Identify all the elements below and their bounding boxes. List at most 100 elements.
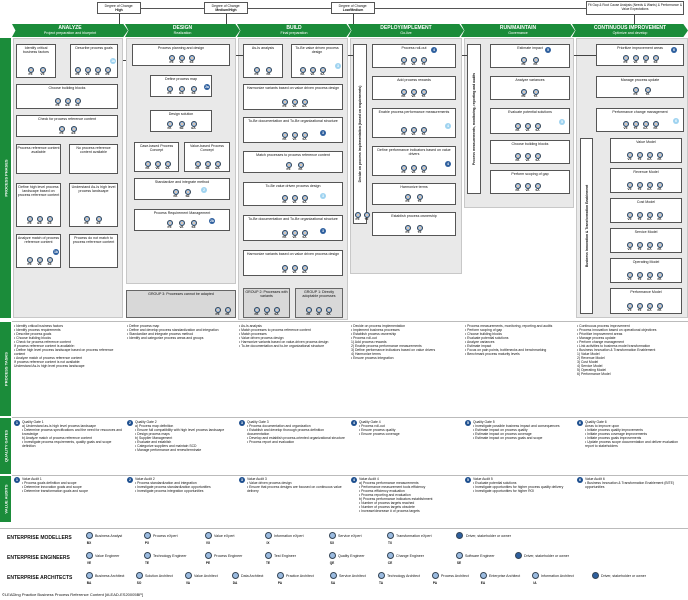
role-icon: VA [290, 230, 299, 239]
connector-line [348, 55, 353, 56]
legend-item: Information Architect [541, 574, 574, 578]
role-icon: VA [523, 123, 532, 132]
process-box[interactable]: Define performance indicators based on v… [372, 146, 456, 176]
role-icon: TX [362, 212, 371, 221]
sidebar-value-audits: VALUE AUDITS [0, 476, 11, 522]
role-icon: PX [621, 55, 630, 64]
process-box[interactable]: No process reference content available [69, 144, 118, 174]
process-box[interactable]: Process do not match to process referenc… [69, 234, 118, 268]
process-box[interactable]: Enable process performance measurements … [372, 108, 456, 138]
role-icon: EA [641, 121, 650, 130]
role-icon: EX [93, 67, 102, 76]
role-icon: BA [300, 265, 309, 274]
process-box-label: Process planning and design [157, 45, 205, 50]
process-box[interactable]: Match processes to process reference con… [243, 151, 343, 173]
legend-item: Enterprise Architect [489, 574, 521, 578]
role-icon: SA [533, 123, 542, 132]
tasks-ci: • Continuous process improvement • Proce… [577, 324, 657, 376]
process-box[interactable]: Harmonize variants based on value driven… [243, 84, 343, 110]
process-box[interactable]: To-Be documentation and To-Be organizati… [243, 215, 343, 241]
process-box[interactable]: Understand As-Is high level process land… [69, 183, 118, 227]
process-box-label: Design solution [168, 111, 194, 116]
role-icon: TX [419, 57, 428, 66]
role-icon: VA [523, 153, 532, 162]
process-box-label: Process Requirement Management [153, 210, 211, 215]
top-connector [353, 14, 354, 24]
role-icon: PX [284, 162, 293, 171]
process-box[interactable]: Harmonize variants based on value driven… [243, 250, 343, 276]
role-icon: SA [533, 153, 542, 162]
role-icon: PX [26, 67, 35, 76]
process-box[interactable]: Define high level process landscape base… [16, 183, 61, 227]
role-icon: SX [651, 55, 660, 64]
practice-architect-icon [277, 572, 284, 579]
decide-implementation-box[interactable]: Decide on process implementation (based … [353, 44, 367, 224]
role-icon: PA [223, 307, 232, 316]
legend-item: Driver, stakeholder or owner [601, 574, 646, 578]
tasks-deploy: • Decide on process implementation • Imp… [351, 324, 436, 360]
value-audit-badge: 4 [351, 477, 357, 483]
legend-item: Change Engineer [396, 554, 424, 558]
process-box[interactable]: Analyze match of process reference conte… [16, 234, 61, 268]
legend-code: BA [86, 581, 92, 585]
legend-code: VE [86, 561, 92, 565]
legend-code: VA [185, 581, 191, 585]
legend-code: PX [144, 541, 150, 545]
process-box-label: Value Model [636, 139, 656, 144]
process-box[interactable]: Process reference content available [16, 144, 61, 174]
bite-box[interactable]: Business Innovation & Transformation Ena… [580, 138, 593, 314]
legend-item: Value eXpert [214, 534, 235, 538]
degree-label: Degree of Change: [211, 3, 241, 8]
role-icon: SA [300, 132, 309, 141]
step-number-badge: 4 [445, 123, 451, 129]
role-icon: SX [189, 220, 198, 229]
process-measurements-box[interactable]: Process measurements, monitoring, report… [467, 44, 481, 194]
top-connector [141, 8, 204, 9]
group1-box[interactable]: GROUP 1: Directly adoptable processes PA… [295, 288, 343, 318]
value-architect-icon [185, 572, 192, 579]
process-box[interactable]: To-Be documentation and To-Be organizati… [243, 117, 343, 143]
